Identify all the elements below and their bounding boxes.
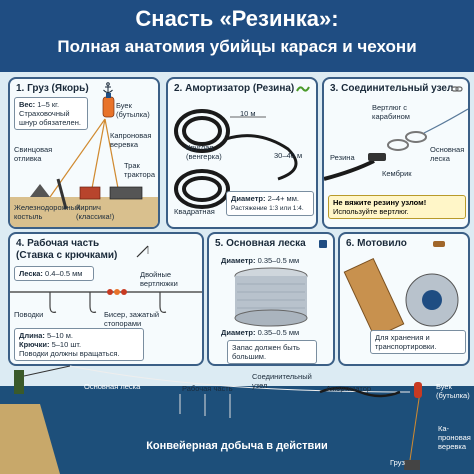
winder-illustration: [343, 257, 459, 339]
working-line-note: Леска: 0.4–0.5 мм: [14, 266, 94, 281]
fishing-scene: [0, 365, 474, 474]
rubber-diameter-note: Диаметр: 2–4+ мм. Растяжение 1:3 или 1:4…: [226, 191, 314, 216]
label-buoy: Буек (бутылка): [116, 101, 150, 119]
panel-weight-title: 1. Груз (Якорь): [16, 83, 89, 94]
label-diameter-bottom: Диаметр: 0.35–0.5 мм: [221, 328, 300, 337]
rubber-coils: [174, 109, 298, 209]
header-banner: [0, 0, 474, 72]
label-brick: Кирпич (классика!): [76, 203, 115, 221]
page-subtitle: Полная анатомия убийцы карася и чехони: [57, 37, 417, 56]
scene-label-weight: Груз: [390, 458, 405, 467]
label-main-line: Основная леска: [430, 145, 465, 163]
scene-label-rope: Ка-проновая веревка: [438, 424, 471, 451]
scene-label-buoy: Буек (бутылка): [436, 382, 470, 400]
panel-winder-title: 6. Мотовило: [346, 238, 407, 249]
panel-working-title: 4. Рабочая часть: [16, 238, 100, 249]
hook-rig-illustration: [10, 289, 202, 313]
panel-main-line-title: 5. Основная леска: [215, 238, 306, 249]
chain-link-icon: [451, 86, 463, 92]
label-cambric: Кембрик: [382, 169, 412, 178]
label-leashes: Поводки: [14, 310, 44, 319]
fishing-rod-icon: [136, 245, 149, 258]
panel-working-part: 4. Рабочая часть (Ставка с крючками) Лес…: [8, 232, 204, 366]
line-reserve-note: Запас должен быть большим.: [227, 340, 317, 364]
scene-label-shock: Амортизатор: [326, 384, 372, 393]
weight-illustration: [10, 93, 158, 227]
label-rail: Железнодорожный костыль: [14, 203, 81, 221]
panel-main-line: 5. Основная леска Диаметр: 0.35–0.5 мм Д…: [207, 232, 335, 366]
panel-connection-knot: 3. Соединительный узел Вертлюг с карабин…: [322, 77, 470, 229]
label-lead: Свинцовая отливка: [14, 145, 53, 163]
line-spool-illustration: [234, 267, 308, 327]
winder-storage-note: Для хранения и транспортировки.: [370, 330, 466, 354]
scene-caption: Конвейерная добыча в действии: [146, 440, 328, 452]
label-double-swivels: Двойные вертлюжки: [140, 270, 178, 288]
anchor-icon: [103, 82, 113, 93]
label-diameter-top: Диаметр: 0.35–0.5 мм: [221, 256, 300, 265]
panel-weight: 1. Груз (Якорь) Вес: 1–5 кг. Страховочны…: [8, 77, 160, 229]
swivel-illustration: [324, 108, 468, 181]
knot-warning: Не вяжите резину узлом!Используйте вертл…: [328, 195, 466, 219]
label-rope: Капроновая веревка: [110, 131, 152, 149]
scene-label-working: Рабочая часть: [182, 384, 233, 393]
scene-label-knot: Соединительный узел: [252, 372, 312, 390]
weight-note: Вес: 1–5 кг. Страховочный шнур обязателе…: [14, 97, 88, 130]
worm-icon: [296, 86, 310, 92]
label-track: Трак трактора: [124, 161, 156, 179]
page-title: Снасть «Резинка»:: [135, 6, 339, 31]
wood-log-icon: [433, 241, 445, 247]
label-len-30: 30–40 м: [274, 151, 303, 160]
panel-winder: 6. Мотовило Для хранения и транспортиров…: [338, 232, 470, 366]
label-round: Круглая (венгерка): [186, 143, 222, 161]
label-swivel: Вертлюг с карабином: [372, 103, 410, 121]
panel-shock-absorber: 2. Амортизатор (Резина) 10 м 30–40 м Кру…: [166, 77, 318, 229]
panel-working-subtitle: (Ставка с крючками): [16, 250, 118, 261]
label-len-10: 10 м: [240, 109, 256, 118]
label-rubber: Резина: [330, 153, 355, 162]
working-length-note: Длина: 5–10 м. Крючки: 5–10 шт. Поводки …: [14, 328, 144, 361]
scene-label-main-line: Основная леска: [84, 382, 141, 391]
label-square: Квадратная: [174, 207, 215, 216]
panel-shock-title: 2. Амортизатор (Резина): [174, 83, 295, 94]
spool-icon: [319, 240, 327, 248]
label-beads: Бисер, зажатый стопорами: [104, 310, 160, 328]
panel-knot-title: 3. Соединительный узел: [330, 83, 454, 94]
